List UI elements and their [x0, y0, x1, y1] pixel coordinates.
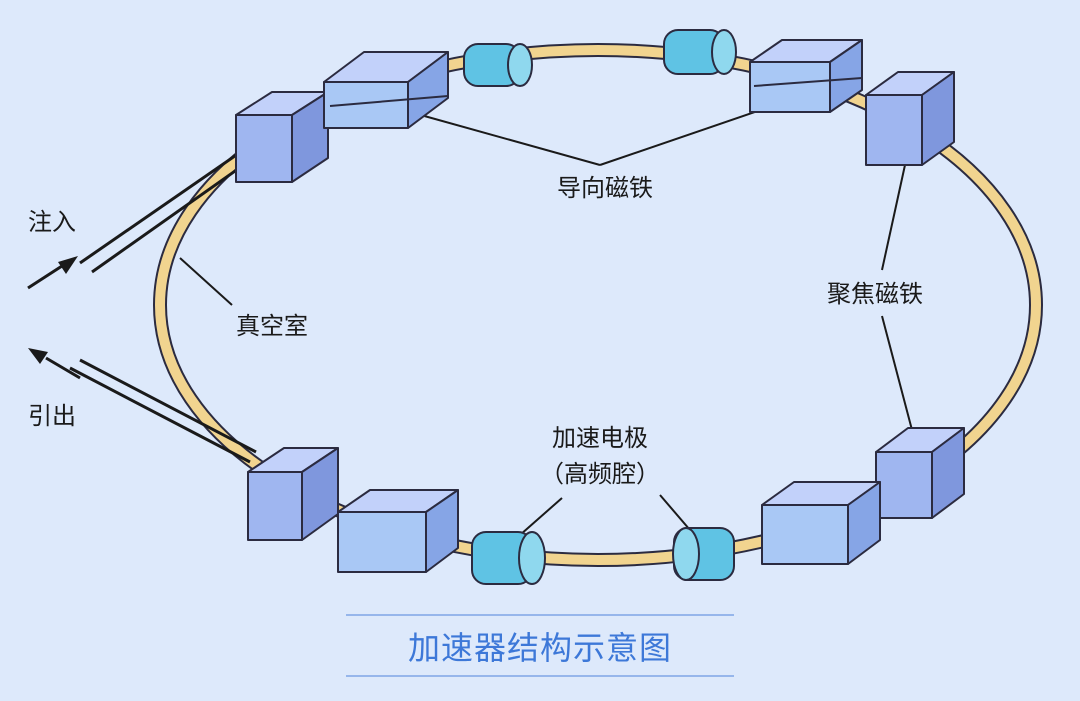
label-electrode-line2: （高频腔）	[540, 460, 660, 488]
focus-magnet-bottom-right	[875, 427, 965, 519]
guide-magnet-bottom-left	[337, 489, 459, 573]
focus-magnet-top-right	[865, 71, 955, 166]
caption-block: 加速器结构示意图	[346, 614, 734, 677]
label-extraction: 引出	[28, 402, 76, 430]
label-electrode-line1: 加速电极	[552, 424, 648, 452]
vacuum-chamber-ring	[153, 43, 1043, 567]
rf-cavity-top-left	[463, 43, 533, 87]
rf-cavity-top-right	[663, 29, 737, 75]
label-vacuum-chamber: 真空室	[236, 312, 308, 340]
guide-magnet-bottom-right	[761, 481, 881, 565]
injection-arrow	[27, 256, 78, 290]
label-injection: 注入	[28, 208, 76, 236]
rf-cavity-bottom-right	[672, 527, 735, 581]
guide-magnet-top-left	[323, 51, 449, 129]
guide-magnet-top-right	[749, 39, 863, 113]
extraction-arrow	[28, 348, 81, 380]
beam-lines	[69, 138, 263, 464]
diagram-caption: 加速器结构示意图	[408, 629, 672, 667]
rf-cavity-bottom-left	[471, 531, 546, 585]
focus-magnet-top-left	[235, 91, 329, 183]
focus-magnet-bottom-left	[247, 447, 339, 541]
label-guide-magnet: 导向磁铁	[557, 174, 653, 202]
label-focus-magnet: 聚焦磁铁	[827, 280, 923, 308]
